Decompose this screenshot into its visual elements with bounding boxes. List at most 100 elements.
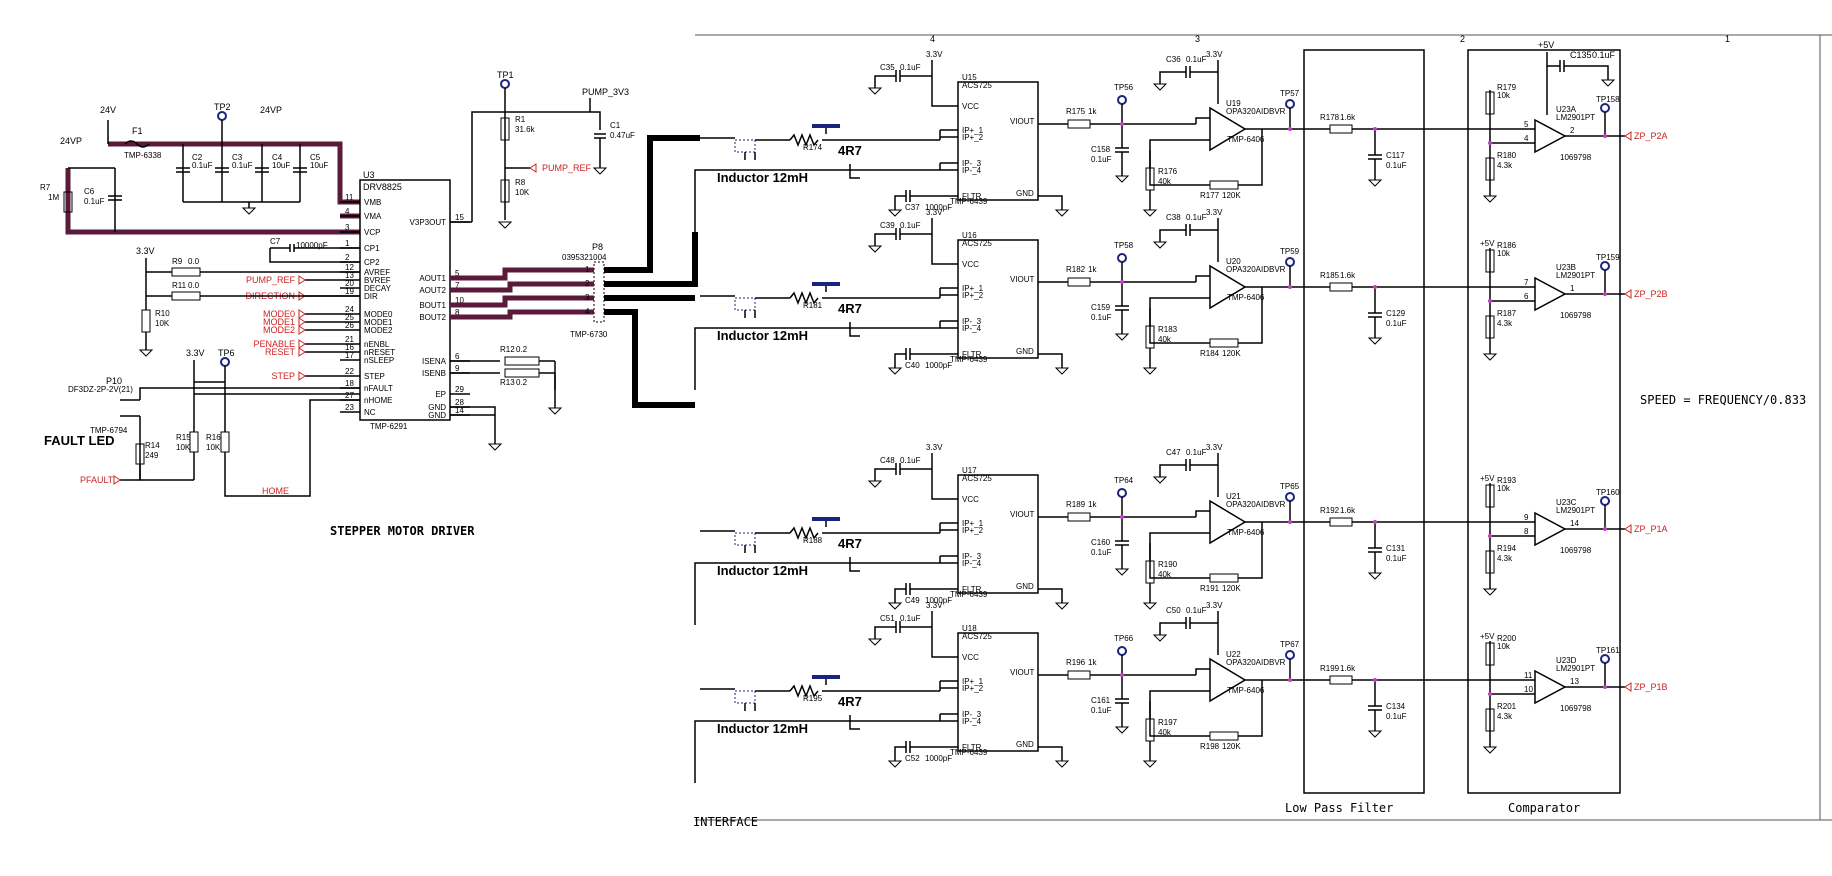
drv-right-pins: 15V3P3OUT5AOUT17AOUT210BOUT18BOUT26ISENA… [410,213,470,420]
c-in-val: 0.1uF [1091,155,1112,164]
drv-left-pin-name: CP2 [364,258,380,267]
drv-left-pin-name: nHOME [364,396,392,405]
drv-left-pin-name: MODE0 [364,310,393,319]
r-in-val: 1k [1088,265,1097,274]
drv-left-pin-name: AVREF [364,268,390,277]
comparator-pin: 5 [1524,120,1529,129]
tp-in-point [1117,488,1127,498]
sensor-pin-name: GND [1016,347,1034,356]
r-c1-val: 10k [1497,642,1511,651]
opamp-cap-val: 0.1uF [1186,606,1207,615]
drv-part-ref: R9 [172,257,183,266]
inductor-label: Inductor 12mH [717,563,808,578]
drv-part-val: 10K [515,188,530,197]
comparator-frame [1467,49,1621,794]
drv-right-pin-name: AOUT1 [419,274,446,283]
drv-right-pin-num: 7 [455,281,460,290]
tp-out-label: TP65 [1280,482,1300,491]
inductor-label: Inductor 12mH [717,721,808,736]
tp2-label: TP2 [214,102,231,112]
c-in-ref: C160 [1091,538,1111,547]
sensor-ic-ref: U18 [962,624,977,633]
drv-left-pin-name: NC [364,408,376,417]
drv-part-val: 0.0 [188,281,200,290]
filter-cap-val: 1000pF [925,754,952,763]
trim-value: 4R7 [838,301,862,316]
drv-net-label: MODE0 [263,309,295,319]
drv-left-pin-name: VMA [364,212,382,221]
output-net-label: ZP_P1A [1634,524,1668,534]
comparator-symbol [1534,118,1567,154]
drv-part-ref: C2 [192,153,203,162]
interface-label: INTERFACE [693,815,758,829]
filter-cap-val: 1000pF [925,596,952,605]
drv-left-pin-name: VMB [364,198,381,207]
r-c1-ref: R179 [1497,83,1517,92]
opamp-tmp: TMP-6406 [1227,135,1265,144]
comparator-pin: 14 [1570,519,1579,528]
sensor-pin-name: IP-_3 [962,710,982,719]
tp-out-label: TP59 [1280,247,1300,256]
sensor-pin-name: IP-_3 [962,552,982,561]
sensor-pin-name: FLTR [962,743,982,752]
filter-cap-ref: C49 [905,596,920,605]
drv-part-ref: R16 [206,433,221,442]
r-c1-ref: R186 [1497,241,1517,250]
tp-cmp-point [1600,103,1610,113]
comparator-tmp: 1069798 [1560,546,1592,555]
drv-left-pin-num: 11 [345,193,354,202]
tp-in-point [1117,253,1127,263]
tp-cmp-label: TP161 [1596,646,1620,655]
zone-2: 2 [1460,34,1465,44]
sensor-cap-val: 0.1uF [900,614,921,623]
c-in-ref: C159 [1091,303,1111,312]
drv-left-pin-name: nFAULT [364,384,393,393]
comparator-pin: 4 [1524,134,1529,143]
drv-right-pin-name: BOUT1 [419,301,446,310]
tp1-point [500,79,510,89]
comparator-pin: 11 [1524,671,1533,680]
stepper-driver-section: F1 TMP-6338 24V 24VP 24VP TP2 U3 DRV88 [40,70,700,538]
tp-in-point [1117,95,1127,105]
drv-right-pin-name: EP [435,390,446,399]
r-c2-ref: R201 [1497,702,1517,711]
r-gnd-val: 40k [1158,728,1172,737]
p8-tmp: TMP-6730 [570,330,608,339]
sensor-ic-tmp: TMP-6439 [950,355,988,364]
sensor-pin-name: VIOUT [1010,510,1035,519]
inductor-label: Inductor 12mH [717,170,808,185]
r-c2-val: 4.3k [1497,161,1513,170]
tp-out-point [1285,492,1295,502]
tp-in-point [1117,646,1127,656]
r-lpf-ref: R192 [1320,506,1340,515]
drv-part-ref: R8 [515,178,526,187]
sensor-pin-name: IP+_2 [962,133,984,142]
pfault-net: PFAULT [80,475,114,485]
drv-part-val: 10K [176,443,191,452]
drv-left-pin-num: 25 [345,313,354,322]
r-c1-val: 10k [1497,91,1511,100]
p8-part: 0395321004 [562,253,607,262]
comparator-tmp: 1069798 [1560,704,1592,713]
drv-right-pin-num: 9 [455,364,460,373]
opamp-cap-val: 0.1uF [1186,55,1207,64]
sensor-pin-name: GND [1016,582,1034,591]
tp-cmp-label: TP159 [1596,253,1620,262]
opamp-symbol [1209,657,1247,703]
comparator-tmp: 1069798 [1560,311,1592,320]
drv-part-ref: R13 [500,378,515,387]
sensor-pin-name: IP+_2 [962,684,984,693]
drv-part-val: 10uF [310,161,328,170]
sensor-pin-name: FLTR [962,585,982,594]
opamp-3v3-label: 3.3V [1206,50,1223,59]
drv-ic-ref: U3 [363,170,375,180]
c-lpf-val: 0.1uF [1386,319,1407,328]
opamp-tmp: TMP-6406 [1227,293,1265,302]
tp-out-label: TP57 [1280,89,1300,98]
drv-part-val: 1M [48,193,59,202]
r-lpf-val: 1.6k [1340,664,1356,673]
sensor-3v3-label: 3.3V [926,601,943,610]
